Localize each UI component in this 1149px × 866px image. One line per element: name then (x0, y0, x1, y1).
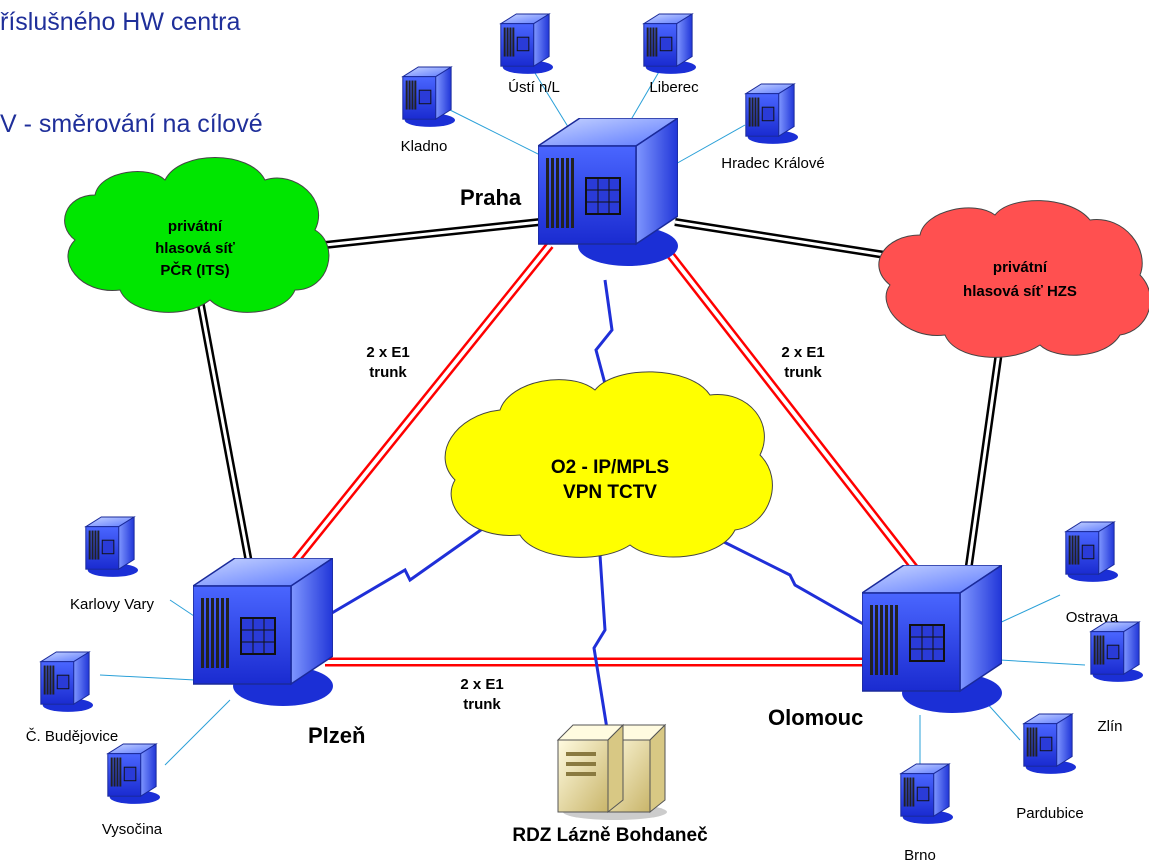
hub-server-icon-plzen (193, 558, 333, 707)
heading-line-2: V - směrování na cílové (0, 110, 263, 138)
hub-server-icon-praha (538, 118, 678, 267)
cloud-hzs-line-1: privátní (993, 259, 1048, 276)
hub-server-icon-olomouc (862, 565, 1002, 714)
server-icon-liberec (643, 13, 696, 74)
cloud-o2-line-2: VPN TCTV (563, 482, 657, 503)
site-label-zlin: Zlín (1097, 718, 1122, 735)
hub-label-plzen: Plzeň (308, 723, 365, 748)
hub-label-praha: Praha (460, 185, 522, 210)
site-label-hradec: Hradec Králové (721, 155, 824, 172)
rdz-server-icon (556, 723, 667, 820)
site-label-liberec: Liberec (649, 79, 699, 96)
cloud-o2: O2 - IP/MPLS VPN TCTV (444, 371, 773, 558)
server-icon-ostrava (1065, 521, 1118, 582)
server-icon-pardubice (1023, 713, 1076, 774)
cloud-pcr-line-1: privátní (168, 218, 223, 235)
trunk-bottom-line-1: 2 x E1 (460, 676, 503, 693)
server-icon-brno (900, 763, 953, 824)
cloud-pcr: privátní hlasová síť PČR (ITS) (64, 157, 330, 313)
site-label-pardubice: Pardubice (1016, 805, 1084, 822)
site-label-brno: Brno (904, 847, 936, 864)
trunk-left-line-1: 2 x E1 (366, 344, 409, 361)
cloud-o2-line-1: O2 - IP/MPLS (551, 457, 669, 478)
rdz-label: RDZ Lázně Bohdaneč (512, 825, 708, 846)
trunk-right-line-2: trunk (784, 364, 822, 381)
site-label-usti: Ústí n/L (508, 79, 560, 96)
hzs-links (674, 218, 1004, 573)
trunk-left-line-2: trunk (369, 364, 407, 381)
vpn-links (319, 279, 866, 736)
cloud-hzs-line-2: hlasová síť HZS (963, 283, 1077, 300)
site-label-vysocina: Vysočina (102, 821, 163, 838)
site-label-ostrava: Ostrava (1066, 609, 1119, 626)
server-icon-usti (500, 13, 553, 74)
pcr-links (196, 218, 541, 569)
cloud-pcr-line-3: PČR (ITS) (160, 261, 229, 279)
cloud-pcr-line-2: hlasová síť (155, 240, 236, 257)
heading-line-1: říslušného HW centra (0, 8, 241, 36)
server-icon-budejovice (40, 651, 93, 712)
server-icon-vysocina (107, 743, 160, 804)
site-label-karlovy-vary: Karlovy Vary (70, 596, 154, 613)
server-icon-zlin (1090, 621, 1143, 682)
trunk-right-line-1: 2 x E1 (781, 344, 824, 361)
server-icon-hradec (745, 83, 798, 144)
hub-label-olomouc: Olomouc (768, 705, 863, 730)
server-icon-karlovy-vary (85, 516, 138, 577)
cloud-hzs: privátní hlasová síť HZS (878, 200, 1149, 358)
trunk-bottom-line-2: trunk (463, 696, 501, 713)
site-connectors (99, 64, 1086, 770)
server-icon-kladno (402, 66, 455, 127)
site-label-kladno: Kladno (401, 138, 448, 155)
site-label-budejovice: Č. Budějovice (26, 728, 119, 745)
